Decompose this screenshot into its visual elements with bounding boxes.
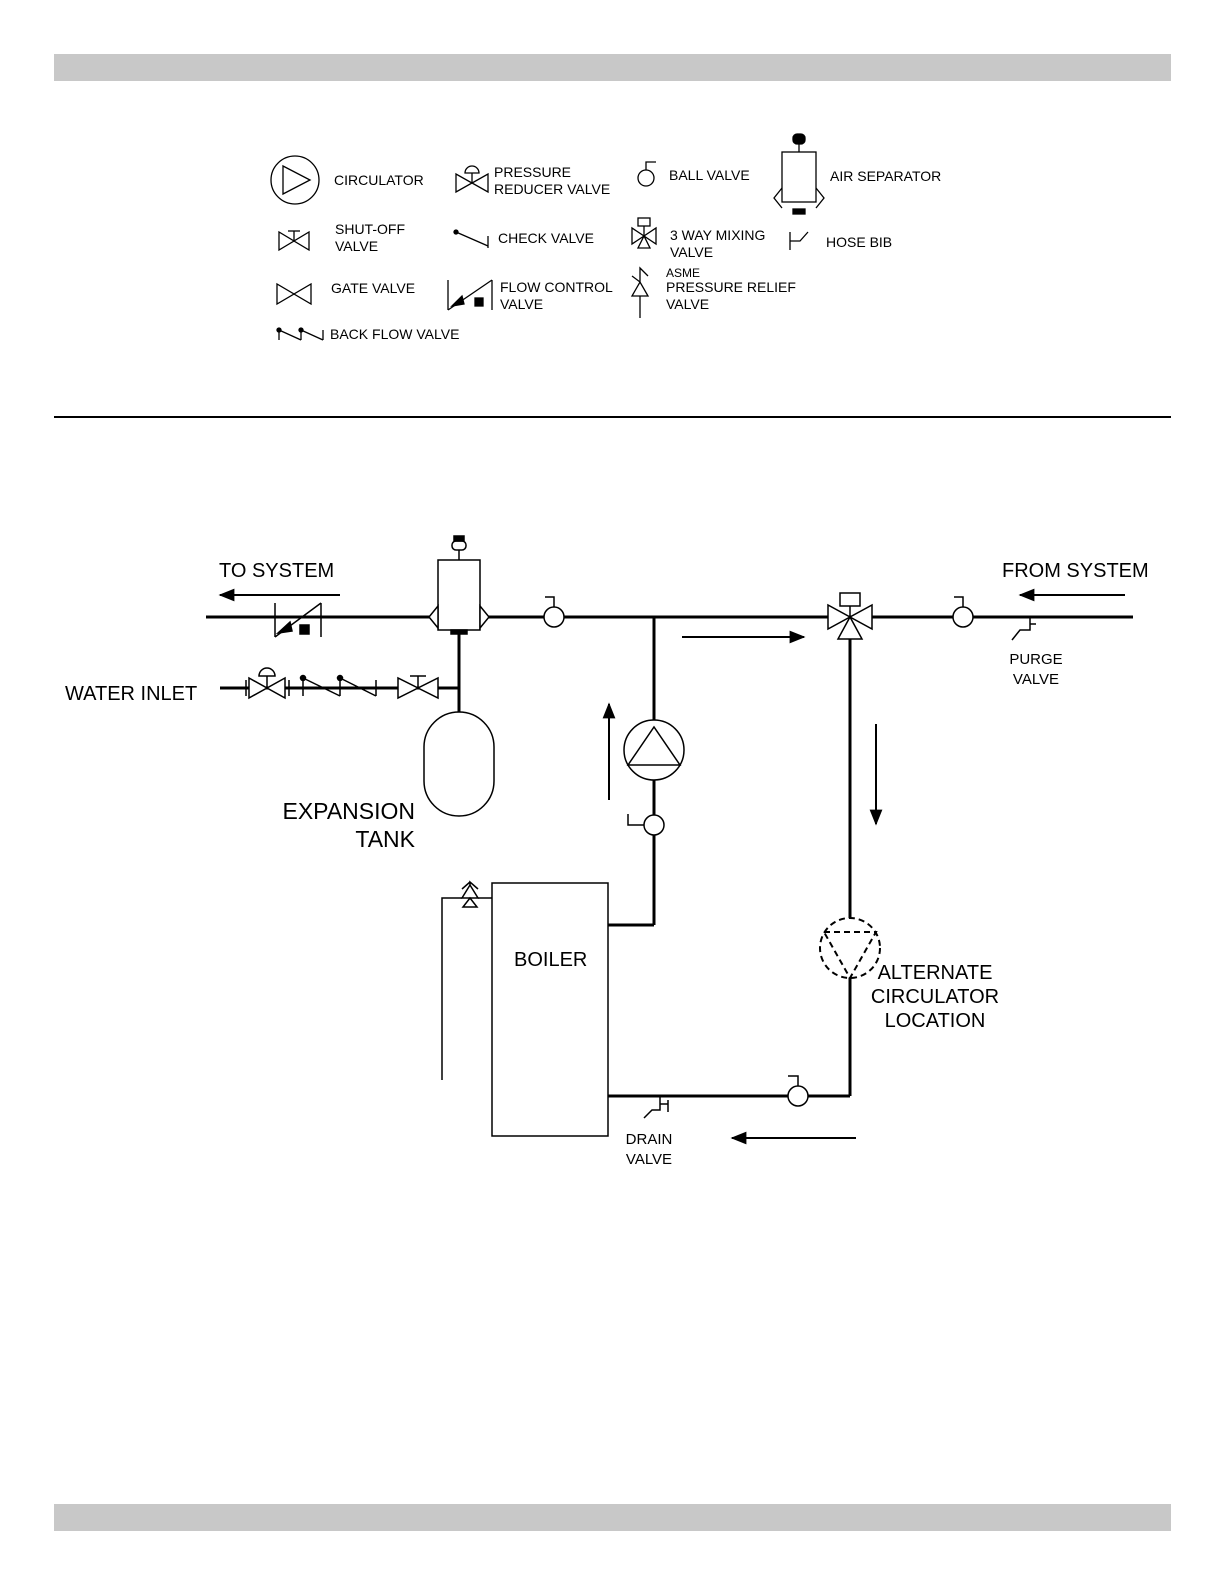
- legend-pressure-reducer-line1: PRESSURE: [494, 164, 571, 180]
- pressure-reducer-valve-icon: [246, 668, 289, 698]
- purge-valve-label-line2: VALVE: [1013, 671, 1059, 688]
- air-separator-icon: [429, 536, 489, 634]
- to-system-label: TO SYSTEM: [219, 560, 334, 582]
- legend-ball-valve-label: BALL VALVE: [669, 167, 750, 183]
- flow-control-valve-icon: [275, 603, 321, 637]
- circulator-legend-icon: [271, 156, 319, 204]
- expansion-tank-label-line2: TANK: [355, 826, 415, 852]
- legend-asme-label: ASME: [666, 266, 700, 280]
- flow-arrows: [220, 595, 1125, 1138]
- ball-valve-icon: [788, 1076, 808, 1106]
- drain-valve-label-line2: VALVE: [626, 1151, 672, 1168]
- alternate-circulator-label-line1: ALTERNATE: [878, 962, 993, 984]
- legend-gate-valve-label: GATE VALVE: [331, 280, 415, 296]
- ball-valve-legend-icon: [638, 162, 656, 186]
- pressure-reducer-legend-icon: [456, 166, 488, 192]
- air-separator-legend-icon: [774, 134, 824, 214]
- legend-flow-control-line1: FLOW CONTROL: [500, 279, 613, 295]
- gate-valve-legend-icon: [277, 284, 311, 304]
- check-valve-legend-icon: [454, 230, 488, 248]
- ball-valve-icon: [544, 597, 564, 627]
- back-flow-valve-icon: [301, 676, 377, 697]
- legend-mixing-line2: VALVE: [670, 244, 713, 260]
- alternate-circulator-label-line3: LOCATION: [885, 1010, 986, 1032]
- water-inlet-label: WATER INLET: [65, 683, 197, 705]
- legend-circulator-label: CIRCULATOR: [334, 172, 424, 188]
- from-system-label: FROM SYSTEM: [1002, 560, 1149, 582]
- legend-pressure-reducer-line2: REDUCER VALVE: [494, 181, 610, 197]
- flow-control-legend-icon: [448, 280, 492, 310]
- boiler-label: BOILER: [514, 949, 587, 971]
- pressure-relief-legend-icon: [632, 268, 648, 318]
- legend-hose-bib-label: HOSE BIB: [826, 234, 892, 250]
- legend-back-flow-label: BACK FLOW VALVE: [330, 326, 459, 342]
- legend-relief-line1: PRESSURE RELIEF: [666, 279, 796, 295]
- mixing-valve-icon: [828, 593, 872, 639]
- legend-check-valve-label: CHECK VALVE: [498, 230, 594, 246]
- ball-valve-icon: [628, 814, 664, 835]
- back-flow-legend-icon: [277, 328, 323, 340]
- legend-flow-control-line2: VALVE: [500, 296, 543, 312]
- legend-mixing-line1: 3 WAY MIXING: [670, 227, 765, 243]
- legend-shutoff-line2: VALVE: [335, 238, 378, 254]
- circulator-icon: [624, 720, 684, 780]
- mixing-valve-legend-icon: [632, 218, 656, 248]
- piping-lines: [206, 617, 1133, 1096]
- purge-valve-icon: [1012, 617, 1036, 640]
- drain-valve-label-line1: DRAIN: [626, 1131, 673, 1148]
- pressure-relief-valve-icon: [442, 882, 492, 1080]
- alternate-circulator-icon: [820, 918, 880, 978]
- shutoff-valve-icon: [398, 676, 438, 698]
- expansion-tank: [424, 712, 494, 816]
- legend-relief-line2: VALVE: [666, 296, 709, 312]
- legend-shutoff-line1: SHUT-OFF: [335, 221, 405, 237]
- purge-valve-label-line1: PURGE: [1009, 651, 1062, 668]
- alternate-circulator-label-line2: CIRCULATOR: [871, 986, 999, 1008]
- ball-valve-icon: [953, 597, 973, 627]
- hose-bib-legend-icon: [790, 232, 808, 250]
- legend-air-separator-label: AIR SEPARATOR: [830, 168, 941, 184]
- boiler: [492, 883, 608, 1136]
- shutoff-valve-legend-icon: [279, 231, 309, 250]
- drain-valve-icon: [644, 1096, 668, 1118]
- expansion-tank-label-line1: EXPANSION: [283, 798, 416, 824]
